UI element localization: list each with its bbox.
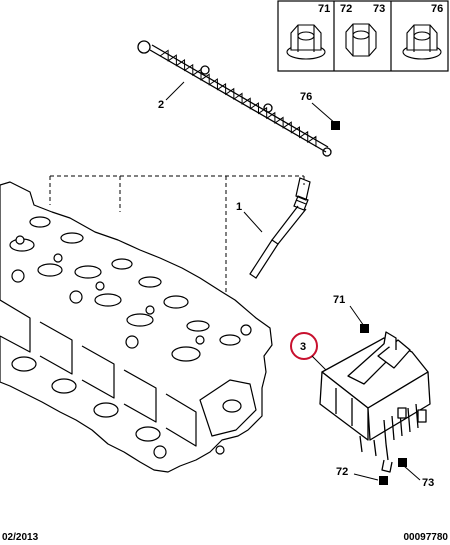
insertion-guide xyxy=(49,175,305,300)
callout-76: 76 xyxy=(300,91,312,103)
harness-clip xyxy=(200,65,210,75)
leader-line-1 xyxy=(243,211,263,233)
leader-line-72 xyxy=(353,473,379,481)
callout-71: 71 xyxy=(333,294,345,306)
harness-terminal xyxy=(322,147,332,157)
fastener-marker-71 xyxy=(360,324,369,333)
glow-plug-harness xyxy=(137,40,332,157)
legend-label-73: 73 xyxy=(373,3,385,15)
callout-1: 1 xyxy=(236,201,242,213)
flange-nut-icon xyxy=(402,24,442,60)
callout-73: 73 xyxy=(422,477,434,489)
fastener-marker-73 xyxy=(398,458,407,467)
footer-reference: 00097780 xyxy=(403,532,449,543)
legend-label-71: 71 xyxy=(318,3,330,15)
harness-eyelet xyxy=(137,40,151,54)
fastener-marker-72 xyxy=(379,476,388,485)
footer-date: 02/2013 xyxy=(2,532,39,543)
harness-clip xyxy=(263,103,273,113)
flange-nut-icon xyxy=(286,24,326,60)
callout-3: 3 xyxy=(300,341,306,353)
glow-plug xyxy=(249,177,311,279)
legend-label-72: 72 xyxy=(340,3,352,15)
hex-nut-icon xyxy=(345,23,377,57)
highlight-circle xyxy=(290,332,318,360)
leader-line-73 xyxy=(403,465,421,481)
leader-line-3 xyxy=(311,355,329,373)
leader-line-2 xyxy=(165,81,185,101)
fastener-marker-76 xyxy=(331,121,340,130)
legend-frame xyxy=(277,0,449,72)
legend-label-76: 76 xyxy=(431,3,443,15)
callout-2: 2 xyxy=(158,99,164,111)
leader-line-76 xyxy=(311,102,337,125)
callout-72: 72 xyxy=(336,466,348,478)
leader-line-71 xyxy=(349,305,365,327)
cylinder-head xyxy=(0,181,273,473)
glow-plug-control-unit xyxy=(319,331,431,473)
fastener-legend xyxy=(277,0,449,72)
